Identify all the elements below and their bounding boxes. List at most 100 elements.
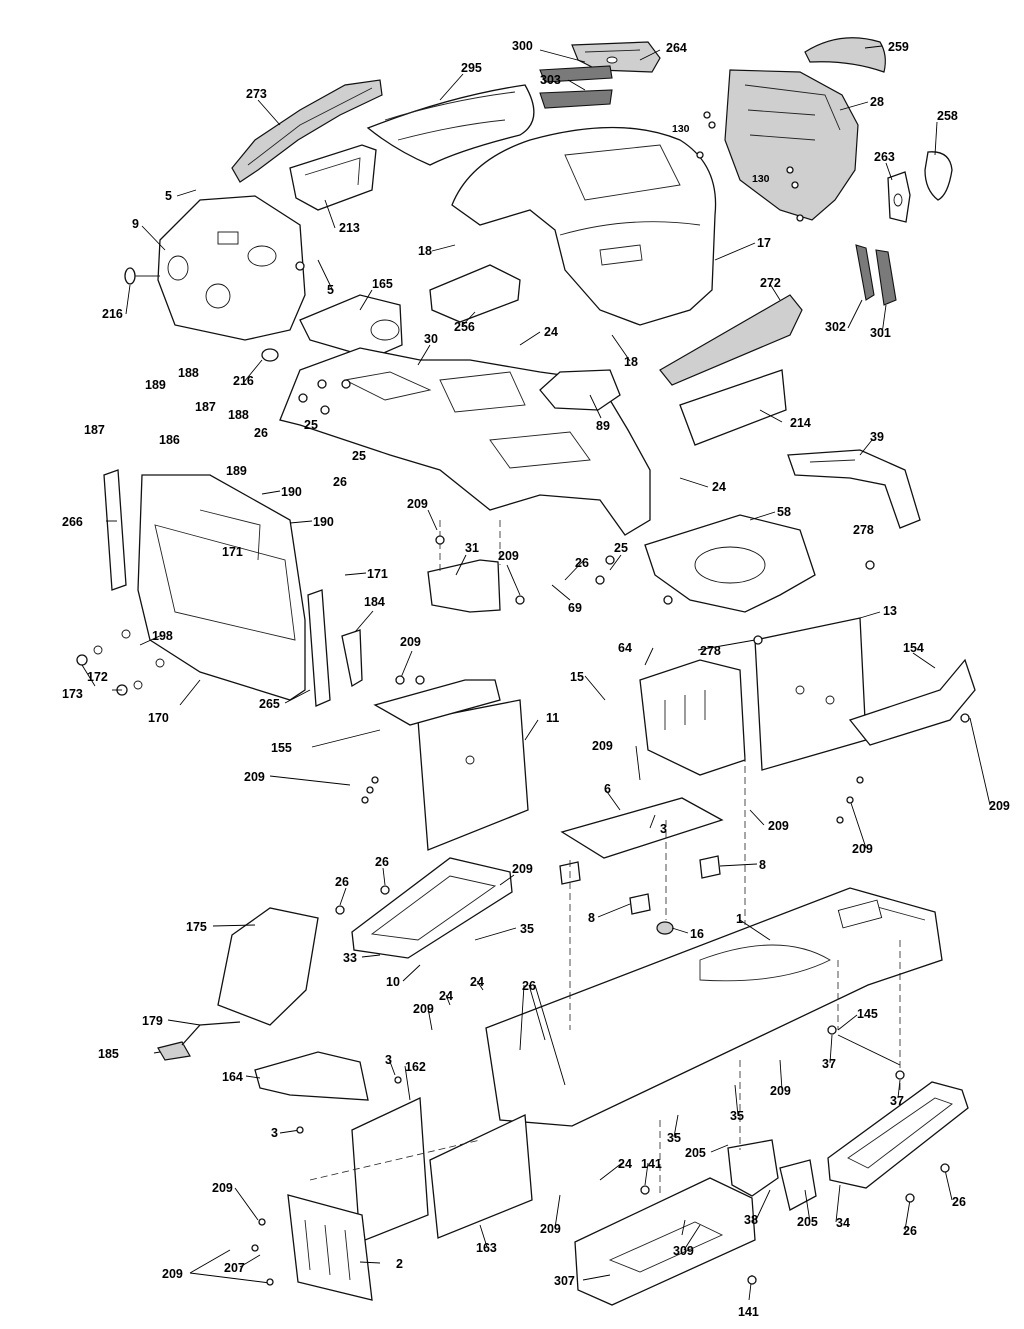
part-185-pedal <box>157 1021 241 1061</box>
callout-300: 300 <box>512 39 533 53</box>
callout-6: 6 <box>604 782 611 796</box>
callout-26-footrest-top: 26 <box>375 855 389 869</box>
callout-5-upper: 5 <box>165 189 172 203</box>
callout-130-upper: 130 <box>672 123 690 135</box>
callout-214: 214 <box>790 416 811 430</box>
callout-207: 207 <box>224 1261 245 1275</box>
callout-35-frame-left: 35 <box>667 1131 681 1145</box>
part-58-seat-pan <box>644 514 816 613</box>
fasteners <box>251 111 970 1286</box>
callout-1: 1 <box>736 912 743 926</box>
part-8-clip <box>559 855 721 915</box>
callout-8-left: 8 <box>588 911 595 925</box>
part-34-rear-footrest <box>827 1081 969 1189</box>
callout-33: 33 <box>343 951 357 965</box>
part-145-rod <box>837 1034 901 1066</box>
part-273-grille <box>231 79 383 183</box>
callout-302: 302 <box>825 320 846 334</box>
callout-26-rear-top: 26 <box>952 1195 966 1209</box>
callout-26-frame: 26 <box>522 979 536 993</box>
callout-24-upper: 24 <box>544 325 558 339</box>
callout-188-right: 188 <box>228 408 249 422</box>
callout-8-right: 8 <box>759 858 766 872</box>
callout-171-right: 171 <box>367 567 388 581</box>
callout-89: 89 <box>596 419 610 433</box>
part-300-grille-insert <box>539 65 613 83</box>
callout-35-frame-right: 35 <box>730 1109 744 1123</box>
callout-213: 213 <box>339 221 360 235</box>
callout-209-cluster: 209 <box>244 770 265 784</box>
part-263-headlight <box>887 171 911 223</box>
callout-175: 175 <box>186 920 207 934</box>
callout-15: 15 <box>570 670 584 684</box>
part-38-bracket <box>727 1139 817 1211</box>
part-6-plate <box>560 797 724 859</box>
callout-209-bottom-right: 209 <box>852 842 873 856</box>
part-170-front-panel <box>137 474 306 701</box>
callout-209-plate: 209 <box>768 819 789 833</box>
part-265-side-strip <box>307 589 331 707</box>
alignment-lines <box>309 520 901 1195</box>
callout-39: 39 <box>870 430 884 444</box>
part-165-panel <box>299 294 403 359</box>
callout-209-left: 209 <box>400 635 421 649</box>
callout-28: 28 <box>870 95 884 109</box>
callout-3-center: 3 <box>660 822 667 836</box>
callout-163: 163 <box>476 1241 497 1255</box>
callout-307: 307 <box>554 1274 575 1288</box>
callout-209-mid: 209 <box>498 549 519 563</box>
part-216-knob-b <box>261 348 279 362</box>
callout-11: 11 <box>546 711 559 725</box>
callout-205-right: 205 <box>797 1215 818 1229</box>
callout-185: 185 <box>98 1047 119 1061</box>
part-266-side-strip <box>103 469 127 591</box>
callout-256: 256 <box>454 320 475 334</box>
callout-24-frame-b: 24 <box>439 989 453 1003</box>
part-272-grille-bar <box>659 294 803 386</box>
callout-273: 273 <box>246 87 267 101</box>
part-89-seat-adjust <box>539 369 621 411</box>
part-11-side-panel <box>417 699 529 851</box>
part-9-dash-panel <box>157 195 306 341</box>
part-28-grille-surround <box>724 69 859 221</box>
callout-26-footrest-left: 26 <box>335 875 349 889</box>
callout-184: 184 <box>364 595 385 609</box>
callout-24-lower: 24 <box>618 1157 632 1171</box>
callout-26-upper: 26 <box>254 426 268 440</box>
callout-145: 145 <box>857 1007 878 1021</box>
callout-3-upper-left: 3 <box>385 1053 392 1067</box>
callout-216-right: 216 <box>233 374 254 388</box>
callout-34: 34 <box>836 1216 850 1230</box>
callout-189-upper: 189 <box>145 378 166 392</box>
callout-209-rear: 209 <box>770 1084 791 1098</box>
callout-35-upper: 35 <box>520 922 534 936</box>
callout-64: 64 <box>618 641 632 655</box>
callout-278-right: 278 <box>853 523 874 537</box>
callout-25-upper: 25 <box>304 418 318 432</box>
part-259-headlight-lens <box>804 37 886 73</box>
callout-186: 186 <box>159 433 180 447</box>
callout-38: 38 <box>744 1213 758 1227</box>
callout-278-lower: 278 <box>700 644 721 658</box>
part-198-washers <box>93 629 165 690</box>
callout-209-bottom: 209 <box>212 1181 233 1195</box>
part-303-grille-insert <box>539 89 613 109</box>
callout-263: 263 <box>874 150 895 164</box>
part-162-side-plate <box>351 1097 429 1243</box>
callout-187-left: 187 <box>84 423 105 437</box>
part-16-plug <box>656 921 674 935</box>
part-258-lens <box>924 151 953 201</box>
callout-25-mid: 25 <box>352 449 366 463</box>
callout-190-lower: 190 <box>313 515 334 529</box>
part-256-panel <box>429 264 521 323</box>
callout-130-lower: 130 <box>752 173 770 185</box>
part-175-cover <box>217 907 319 1026</box>
callout-258: 258 <box>937 109 958 123</box>
callout-209-frame: 209 <box>413 1002 434 1016</box>
callout-69: 69 <box>568 601 582 615</box>
callout-272: 272 <box>760 276 781 290</box>
callout-189-lower: 189 <box>226 464 247 478</box>
callout-172: 172 <box>87 670 108 684</box>
part-31-bracket <box>427 559 501 613</box>
